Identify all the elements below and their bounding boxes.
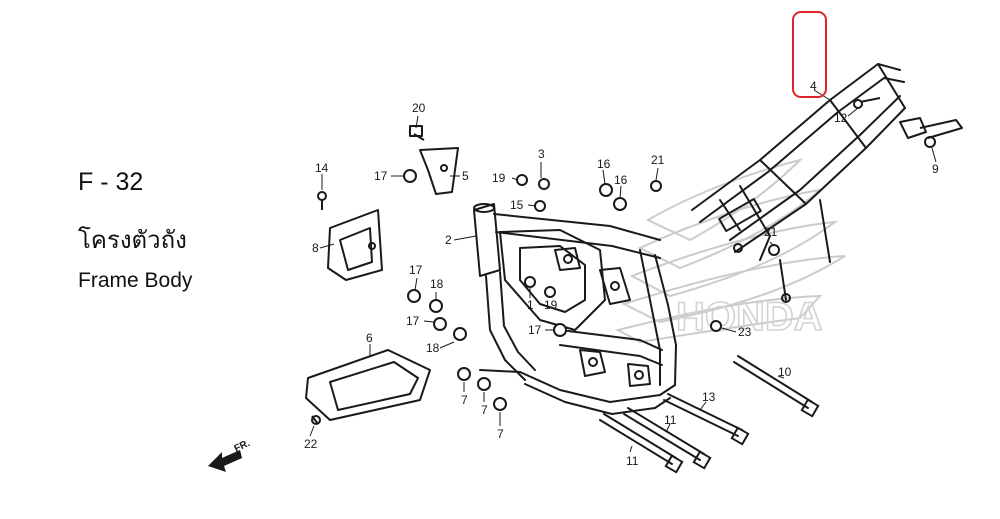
direction-label: FR.: [233, 438, 252, 455]
callout-label: 17: [528, 323, 542, 337]
figure-name-english: Frame Body: [78, 269, 193, 292]
callout-label: 10: [778, 365, 792, 379]
figure-name-thai: โครงตัวถัง: [78, 227, 187, 254]
callout-label: 19: [544, 298, 558, 312]
skid-plate-part-6: [305, 349, 431, 425]
seat-latch-part-9: [859, 97, 963, 148]
small-fasteners: [403, 99, 863, 411]
callout-label: 22: [304, 437, 318, 451]
callout-label: 12: [834, 111, 848, 125]
callout-label: 5: [462, 169, 469, 183]
callout-label: 18: [430, 277, 444, 291]
callout-label: 17: [374, 169, 388, 183]
front-direction-arrow: FR.: [208, 438, 252, 472]
callout-label: 17: [409, 263, 423, 277]
callout-label: 23: [738, 325, 752, 339]
callout-label: 7: [461, 393, 468, 407]
highlight-box-part-4: [792, 11, 827, 98]
callout-label: 17: [406, 314, 420, 328]
callout-label: 19: [492, 171, 506, 185]
side-cover-part-8: [317, 191, 383, 281]
callout-label: 14: [315, 161, 329, 175]
callout-label: 6: [366, 331, 373, 345]
callout-label: 7: [497, 427, 504, 441]
callout-label: 1: [527, 298, 534, 312]
callout-label: 7: [481, 403, 488, 417]
callout-label: 11: [664, 413, 677, 427]
callout-label: 8: [312, 241, 319, 255]
callout-label: 16: [597, 157, 611, 171]
callout-label: 16: [614, 173, 628, 187]
bracket-part-5: [409, 125, 459, 195]
callout-label: 11: [626, 454, 639, 468]
callout-label: 18: [426, 341, 440, 355]
callout-label: 4: [810, 79, 817, 93]
long-bolts: [599, 355, 820, 474]
callout-label: 21: [651, 153, 665, 167]
callout-label: 15: [510, 198, 524, 212]
callout-label: 20: [412, 101, 426, 115]
figure-code: F - 32: [78, 168, 144, 196]
honda-watermark-text: HONDA: [676, 295, 823, 339]
callout-label: 2: [445, 233, 452, 247]
callout-label: 9: [932, 162, 939, 176]
honda-wing-watermark: HONDA: [615, 158, 846, 344]
arrow-icon: [208, 450, 242, 472]
callout-label: 13: [702, 390, 716, 404]
callout-label: 21: [764, 225, 778, 239]
main-frame-part-2: [473, 203, 677, 415]
callout-label: 3: [538, 147, 545, 161]
leader-lines: [309, 89, 937, 453]
callout-labels: 4 20 12 9 14 3 17 5 19 16 16 21 15 8 2 2…: [304, 79, 939, 468]
